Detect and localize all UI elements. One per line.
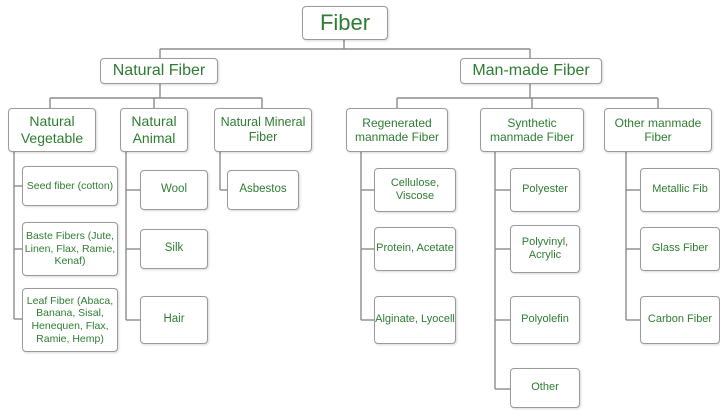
leaf-node-carbon: Carbon Fiber bbox=[640, 296, 720, 344]
natural-mineral-node: Natural Mineral Fiber bbox=[214, 108, 312, 152]
leaf-node-polyvinyl: Polyvinyl, Acrylic bbox=[510, 225, 580, 273]
manmade-fiber-node: Man-made Fiber bbox=[460, 58, 602, 84]
root-node: Fiber bbox=[302, 6, 388, 40]
leaf-node-polyester: Polyester bbox=[510, 168, 580, 212]
leaf-node-seed-fiber: Seed fiber (cotton) bbox=[22, 166, 118, 206]
other-manmade-node: Other manmade Fiber bbox=[604, 108, 712, 152]
leaf-node-protein: Protein, Acetate bbox=[374, 227, 456, 271]
leaf-node-asbestos: Asbestos bbox=[227, 170, 299, 210]
leaf-node-other: Other bbox=[510, 368, 580, 408]
leaf-node-baste-fibers: Baste Fibers (Jute, Linen, Flax, Ramie, … bbox=[22, 222, 118, 276]
leaf-node-glass: Glass Fiber bbox=[640, 227, 720, 271]
leaf-node-alginate: Alginate, Lyocell bbox=[374, 296, 456, 344]
leaf-node-cellulose: Cellulose, Viscose bbox=[374, 168, 456, 212]
leaf-node-metallic: Metallic Fib bbox=[640, 168, 720, 212]
leaf-node-wool: Wool bbox=[140, 170, 208, 210]
natural-vegetable-node: Natural Vegetable bbox=[8, 108, 96, 152]
natural-animal-node: Natural Animal bbox=[120, 108, 188, 152]
regenerated-node: Regenerated manmade Fiber bbox=[346, 108, 448, 152]
leaf-node-hair: Hair bbox=[140, 296, 208, 344]
leaf-node-leaf-fiber: Leaf Fiber (Abaca, Banana, Sisal, Henequ… bbox=[22, 288, 118, 352]
natural-fiber-node: Natural Fiber bbox=[100, 58, 218, 84]
leaf-node-polyolefin: Polyolefin bbox=[510, 296, 580, 344]
leaf-node-silk: Silk bbox=[140, 229, 208, 269]
synthetic-node: Synthetic manmade Fiber bbox=[480, 108, 584, 152]
